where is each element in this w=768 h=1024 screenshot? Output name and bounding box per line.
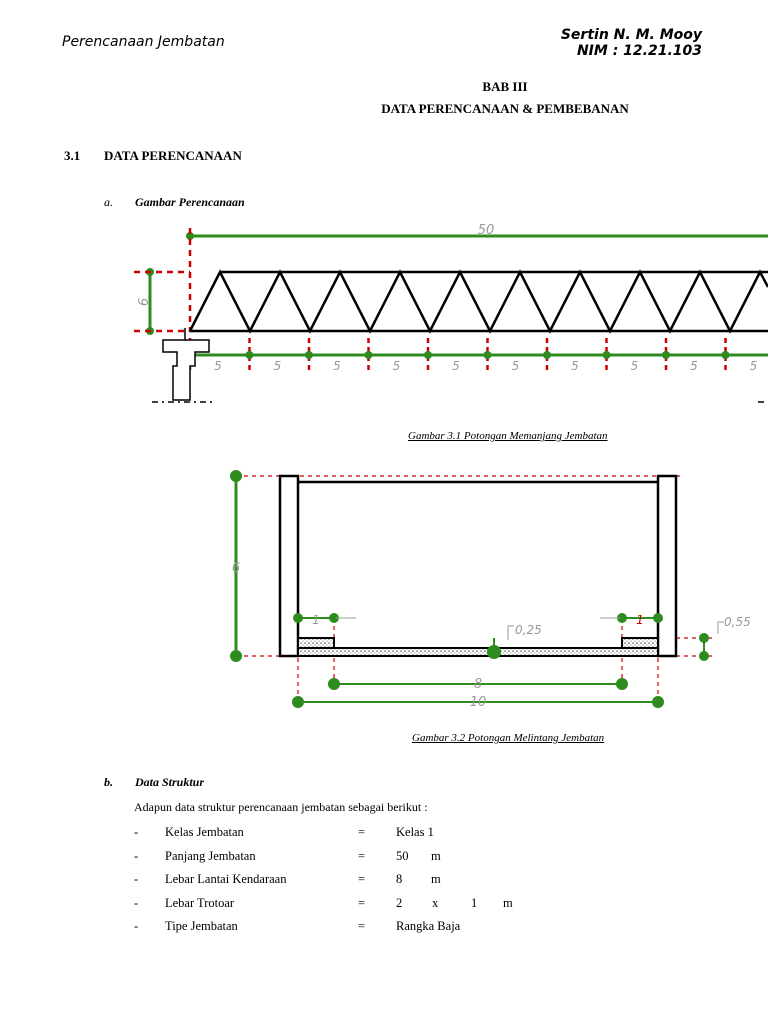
panel-length-label: 5 [274,359,282,373]
cross-height-label: 6 [232,561,240,576]
roadway-width-label: 8 [474,677,482,692]
item-value: 8 [396,872,403,886]
panel-length-label: 5 [214,359,222,373]
panel-length-label: 5 [452,359,460,373]
sidewalk-right-label: 1 [636,613,644,627]
panel-node-dot [364,351,373,359]
long-section-diagram: 50 6 5 5 5 5 5 5 5 5 5 5 [134,223,768,403]
subsection-b-letter: b. [104,775,113,789]
deck-thickness-label: 0,25 [515,623,542,637]
axis-guides [236,475,712,702]
panel-length-label: 5 [393,359,401,373]
item-label: Panjang Jembatan [165,848,256,863]
item-equals: = [358,919,366,933]
panel-node-dot [305,351,313,359]
item-label: Tipe Jembatan [165,919,238,933]
item-equals: = [358,825,366,839]
truss-frame [188,269,768,334]
curb-height-label: 0,55 [724,615,751,629]
section-number: 3.1 [64,148,81,163]
cross-dimensions [230,470,709,708]
panel-length-label: 5 [631,359,639,373]
axis-lines [134,228,192,333]
dimension-lines: 50 6 [137,223,768,357]
item-unit-2: m [503,895,513,910]
item-unit: m [431,848,441,863]
panel-node-dot [602,351,611,359]
data-intro: Adapun data struktur perencanaan jembata… [134,800,428,814]
deck-slab [297,637,659,657]
total-width-label: 10 [470,695,487,710]
item-label: Kelas Jembatan [165,825,244,839]
item-dash: - [134,872,139,886]
running-header-title: Perencanaan Jembatan [62,34,225,50]
item-dash: - [134,895,139,910]
panel-node-dot [245,351,254,359]
panel-length-label: 5 [571,359,579,373]
panel-length-label: 5 [512,359,520,373]
panel-node-dot [424,351,432,359]
item-dash: - [134,919,139,933]
panel-length-label: 5 [333,359,341,373]
subsection-b-title: Data Struktur [135,775,205,789]
cross-section-diagram: 6 1 1 0,25 0,55 8 10 [230,470,751,710]
panel-labels: 5 5 5 5 5 5 5 5 5 5 [214,359,757,373]
chapter-title: DATA PERENCANAAN & PEMBEBANAN [381,101,629,116]
item-dash: - [134,848,139,863]
author-nim: NIM : 12.21.103 [576,43,702,59]
chapter-number: BAB III [482,79,528,94]
item-label: Lebar Trotoar [165,895,235,910]
panel-node-dot [543,351,551,359]
item-unit: m [431,872,441,886]
subsection-a-title: Gambar Perencanaan [135,195,245,209]
abutment [152,328,768,403]
item-equals: = [358,848,366,863]
figure2-caption: Gambar 3.2 Potongan Melintang Jembatan [412,732,605,744]
panel-node-dot [721,351,730,359]
item-equals: = [358,895,366,910]
item-value: Kelas 1 [396,825,434,839]
portal-frame [278,474,678,658]
item-value: 2 [396,895,403,910]
truss-height-label: 6 [137,298,152,306]
sidewalk-left-label: 1 [312,613,320,627]
item-multiplier: x [432,895,439,910]
panel-length-label: 5 [690,359,698,373]
author-name: Sertin N. M. Mooy [560,27,702,43]
item-value-2: 1 [471,895,478,910]
item-equals: = [358,872,366,886]
panel-node-dot [483,351,492,359]
section-title: DATA PERENCANAAN [104,148,242,163]
item-value: 50 [396,848,409,863]
panel-length-label: 5 [750,359,758,373]
item-label: Lebar Lantai Kendaraan [165,872,287,886]
span-label: 50 [478,223,495,238]
figure1-caption: Gambar 3.1 Potongan Memanjang Jembatan [408,430,608,442]
item-dash: - [134,825,139,839]
item-value: Rangka Baja [396,919,461,933]
subsection-a-letter: a. [104,195,113,209]
panel-node-dot [662,351,670,359]
